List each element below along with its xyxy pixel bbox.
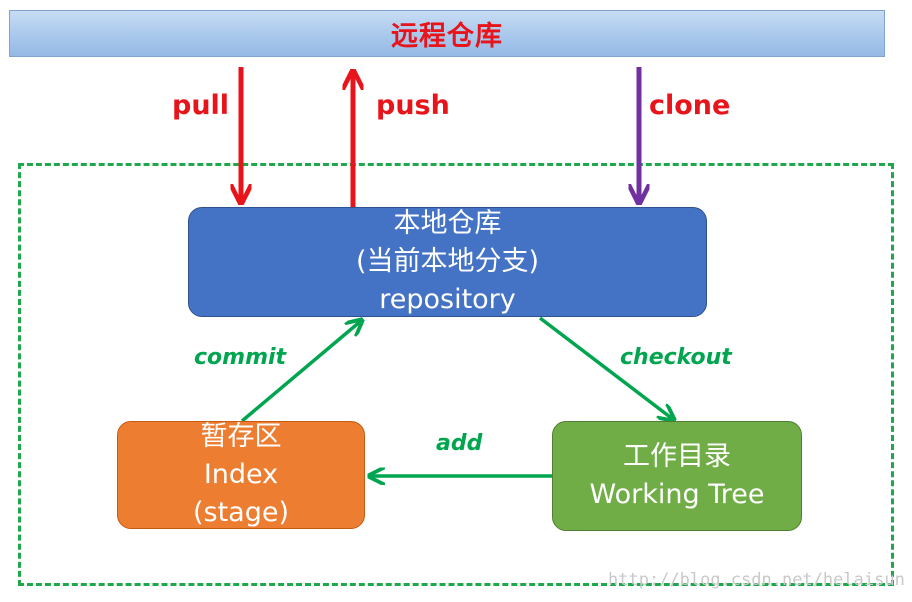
local-repository-subtitle: (当前本地分支) — [355, 246, 540, 277]
pull-label: pull — [172, 90, 230, 121]
index-title: 暂存区 — [200, 421, 282, 452]
working-tree-title: 工作目录 — [623, 441, 731, 472]
commit-label: commit — [194, 345, 287, 370]
remote-repository-bar: 远程仓库 — [9, 10, 885, 57]
watermark: http://blog.csdn.net/helaisun — [608, 570, 905, 590]
checkout-arrow — [538, 316, 674, 420]
index-box: 暂存区 Index (stage) — [117, 421, 365, 529]
index-stage: (stage) — [192, 497, 290, 528]
working-tree-english: Working Tree — [589, 479, 765, 510]
local-repository-title: 本地仓库 — [393, 208, 502, 239]
index-english: Index — [203, 459, 279, 490]
clone-label: clone — [649, 90, 731, 121]
working-tree-box: 工作目录 Working Tree — [552, 421, 802, 531]
local-repository-box: 本地仓库 (当前本地分支) repository — [188, 207, 707, 317]
add-label: add — [436, 431, 483, 456]
push-label: push — [376, 90, 450, 121]
local-environment-frame — [18, 163, 894, 586]
remote-repository-title: 远程仓库 — [391, 21, 503, 52]
local-repository-english: repository — [379, 284, 516, 315]
commit-arrow — [240, 320, 362, 423]
checkout-label: checkout — [620, 345, 732, 370]
